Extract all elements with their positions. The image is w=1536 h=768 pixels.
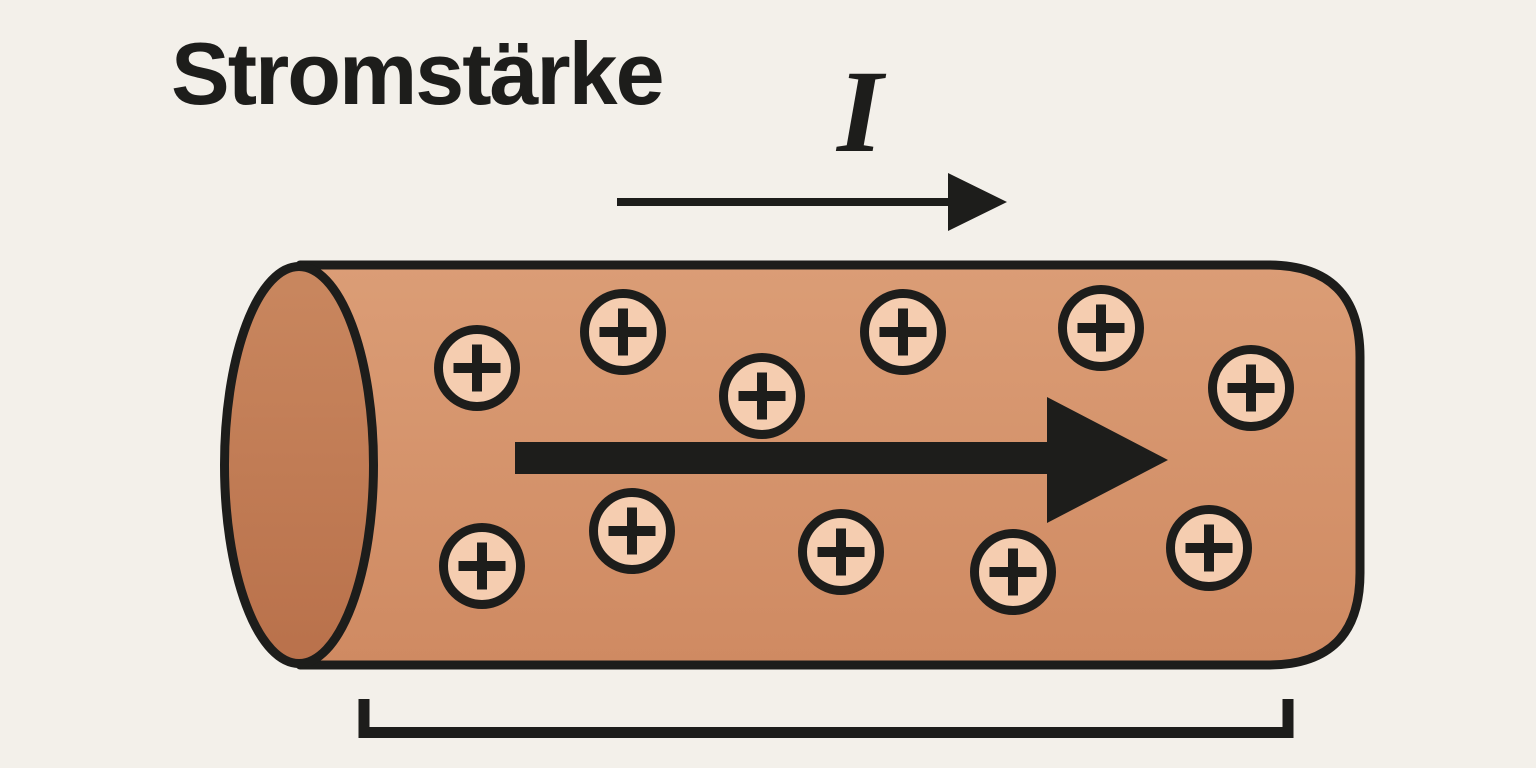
plus-icon [738, 372, 786, 420]
charge-carrier [1058, 285, 1144, 371]
wire-end-cap [220, 262, 378, 668]
plus-icon [608, 507, 656, 555]
charge-carrier [1208, 345, 1294, 431]
copper-wire [220, 260, 1365, 670]
plus-icon [453, 344, 501, 392]
page-title: Stromstärke [171, 24, 663, 123]
length-bracket [358, 699, 1294, 738]
plus-icon [989, 548, 1037, 596]
current-symbol-label: I [835, 46, 887, 177]
charge-carrier [580, 289, 666, 375]
plus-icon [1077, 304, 1125, 352]
plus-icon [599, 308, 647, 356]
plus-icon [458, 542, 506, 590]
charge-carrier [798, 509, 884, 595]
charge-carrier [439, 523, 525, 609]
current-flow-arrow-icon [515, 397, 1168, 523]
charge-carrier [860, 289, 946, 375]
charge-carrier [970, 529, 1056, 615]
charge-carriers [434, 285, 1294, 615]
charge-carrier [1166, 505, 1252, 591]
plus-icon [1185, 524, 1233, 572]
plus-icon [817, 528, 865, 576]
charge-carrier [719, 353, 805, 439]
current-direction-arrow-icon [617, 173, 1007, 231]
charge-carrier [434, 325, 520, 411]
charge-carrier [589, 488, 675, 574]
plus-icon [879, 308, 927, 356]
plus-icon [1227, 364, 1275, 412]
